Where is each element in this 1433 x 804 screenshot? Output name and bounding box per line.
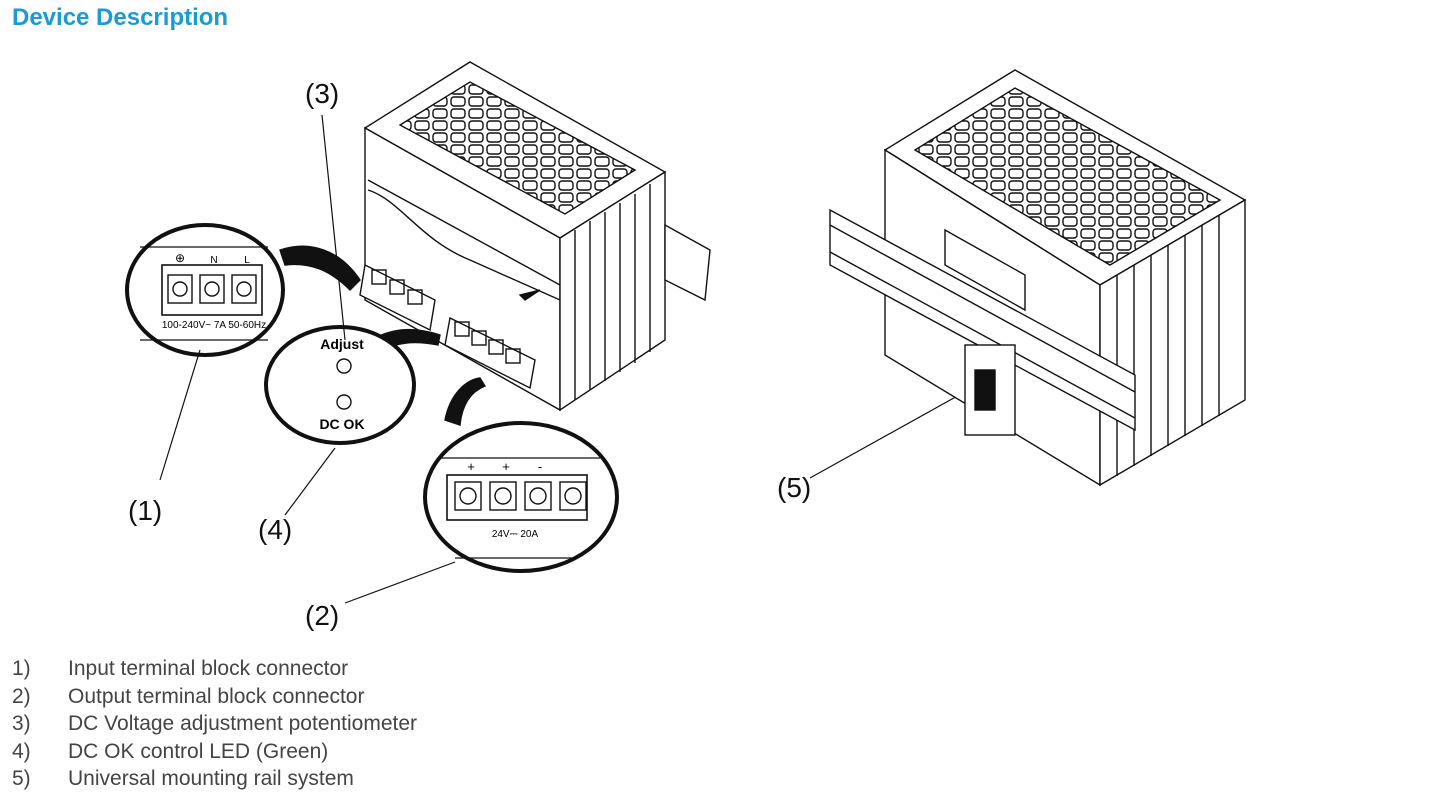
output-rating: 24V⎓ 20A	[492, 529, 539, 540]
list-number: 4)	[12, 739, 31, 763]
list-number: 3)	[12, 712, 31, 735]
front-device-view	[279, 61, 711, 426]
device-figure: ⊕ N L 100-240V~ 7A 50-60Hz Adjust DC OK …	[125, 61, 1247, 604]
output-plus-symbol: +	[502, 459, 510, 474]
output-minus-symbol: -	[538, 459, 542, 474]
list-text: DC Voltage adjustment potentiometer	[68, 712, 418, 735]
output-terminal-callout: + + - 24V⎓ 20A	[423, 421, 619, 573]
output-plus-symbol: +	[467, 459, 475, 474]
list-text: Universal mounting rail system	[68, 767, 354, 790]
list-number: 1)	[12, 657, 31, 680]
led-panel-callout: Adjust DC OK	[264, 325, 416, 445]
callout-5: (5)	[777, 472, 812, 503]
list-item: 1) Input terminal block connector	[12, 655, 417, 683]
list-item: 3) DC Voltage adjustment potentiometer	[12, 710, 417, 738]
page-title: Device Description	[12, 4, 229, 31]
list-number: 2)	[12, 684, 31, 708]
adjust-label: Adjust	[320, 336, 364, 352]
input-terminal-callout: ⊕ N L 100-240V~ 7A 50-60Hz	[125, 223, 285, 357]
callout-4: (4)	[258, 514, 293, 545]
list-text: DC OK control LED (Green)	[68, 739, 329, 763]
legend-list: 1) Input terminal block connector 2) Out…	[12, 655, 417, 793]
dc-ok-label: DC OK	[319, 416, 364, 432]
callout-1: (1)	[128, 495, 163, 526]
ground-symbol: ⊕	[175, 251, 185, 265]
list-text: Output terminal block connector	[68, 684, 365, 708]
neutral-symbol: N	[210, 255, 217, 266]
callout-2: (2)	[305, 600, 340, 631]
list-number: 5)	[12, 767, 31, 790]
list-item: 2) Output terminal block connector	[12, 683, 417, 711]
line-symbol: L	[244, 255, 250, 266]
list-text: Input terminal block connector	[68, 657, 349, 680]
adjust-potentiometer	[336, 358, 352, 374]
list-item: 5) Universal mounting rail system	[12, 765, 417, 793]
rear-device-view	[829, 69, 1247, 487]
callout-3: (3)	[305, 78, 340, 109]
dc-ok-led	[336, 394, 352, 410]
list-item: 4) DC OK control LED (Green)	[12, 738, 417, 766]
input-rating: 100-240V~ 7A 50-60Hz	[162, 320, 266, 331]
